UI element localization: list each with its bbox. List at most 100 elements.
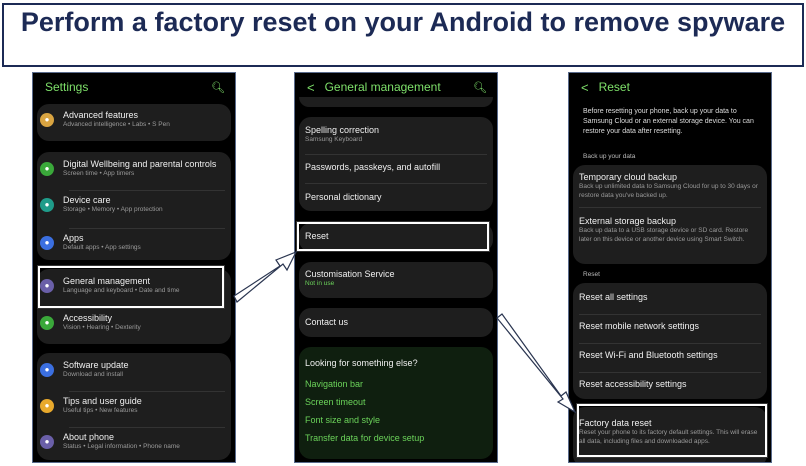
personal-dictionary-item[interactable]: Personal dictionary — [295, 192, 497, 202]
general-management-screen: < General management 🔍︎ Spelling correctio… — [294, 72, 498, 463]
item-sub: Useful tips • New features — [63, 407, 138, 414]
item-title: Spelling correction — [305, 125, 380, 135]
item-sub: Screen time • App timers — [63, 170, 135, 177]
sliders-icon: ● — [40, 279, 54, 293]
backup-label: Back up your data — [583, 153, 636, 160]
divider — [579, 314, 761, 315]
item-sub: Reset your phone to its factory default … — [579, 429, 758, 445]
contact-us-item[interactable]: Contact us — [295, 317, 497, 327]
reset-label: Reset — [583, 271, 600, 278]
reset-option[interactable]: Reset mobile network settings — [569, 321, 771, 331]
divider — [579, 372, 761, 373]
item-sub: Download and install — [63, 371, 123, 378]
wellbeing-icon: ● — [40, 162, 54, 176]
item-title: Reset all settings — [579, 292, 648, 302]
settings-header: Settings 🔍︎ — [45, 79, 225, 95]
divider — [69, 427, 225, 428]
item-title: Apps — [63, 233, 84, 243]
back-icon[interactable]: < — [581, 79, 589, 95]
item-sub: Status • Legal information • Phone name — [63, 443, 180, 450]
link-text: Screen timeout — [305, 397, 366, 407]
item-title: Personal dictionary — [305, 192, 382, 202]
item-title: Customisation Service — [305, 269, 395, 279]
suggestion-link[interactable]: Navigation bar — [295, 379, 497, 389]
item-title: Software update — [63, 360, 129, 370]
header-title: Reset — [598, 80, 630, 94]
arrow-to-reset — [233, 250, 298, 303]
reset-screen: < Reset Before resetting your phone, back… — [568, 72, 772, 463]
reset-option[interactable]: Reset accessibility settings — [569, 379, 771, 389]
suggestion-link[interactable]: Screen timeout — [295, 397, 497, 407]
item-sub: Samsung Keyboard — [305, 136, 363, 143]
item-sub: Default apps • App settings — [63, 244, 141, 251]
search-icon[interactable]: 🔍︎ — [211, 81, 225, 94]
item-title: Reset — [305, 231, 329, 241]
highlight-factory-reset — [577, 404, 767, 457]
header-title: General management — [324, 80, 441, 94]
looking-heading: Looking for something else? — [295, 358, 497, 368]
item-sub: Back up data to a USB storage device or … — [579, 227, 749, 243]
item-sub: Language and keyboard • Date and time — [63, 287, 180, 294]
arrow-to-factory-reset — [496, 313, 577, 414]
item-title: Tips and user guide — [63, 396, 142, 406]
item-title: Contact us — [305, 317, 349, 327]
item-sub: Not in use — [305, 280, 335, 287]
info-icon: ● — [40, 435, 54, 449]
item-title: General management — [63, 276, 151, 286]
settings-item[interactable]: ● Digital Wellbeing and parental controls… — [33, 159, 235, 179]
bulb-icon: ● — [40, 399, 54, 413]
gear-icon: ● — [40, 113, 54, 127]
highlight-reset — [297, 222, 489, 251]
apps-icon: ● — [40, 236, 54, 250]
intro-text: Before resetting your phone, back up you… — [583, 108, 754, 135]
divider — [69, 308, 225, 309]
item-title: Digital Wellbeing and parental controls — [63, 159, 217, 169]
item-title: Reset Wi-Fi and Bluetooth settings — [579, 350, 718, 360]
item-title: Factory data reset — [579, 418, 652, 428]
item-title: Device care — [63, 195, 111, 205]
back-icon[interactable]: < — [307, 79, 315, 95]
item-title: Advanced features — [63, 110, 139, 120]
link-text: Font size and style — [305, 415, 381, 425]
header-title: Settings — [45, 80, 89, 94]
passwords-item[interactable]: Passwords, passkeys, and autofill — [295, 162, 497, 172]
page-title: Perform a factory reset on your Android … — [2, 3, 804, 67]
divider — [69, 190, 225, 191]
section-title: Looking for something else? — [305, 358, 418, 368]
item-sub: Storage • Memory • App protection — [63, 206, 163, 213]
device-care-icon: ● — [40, 198, 54, 212]
suggestion-link[interactable]: Font size and style — [295, 415, 497, 425]
reset-option[interactable]: Reset Wi-Fi and Bluetooth settings — [569, 350, 771, 360]
item-sub: Back up unlimited data to Samsung Cloud … — [579, 183, 758, 199]
divider — [579, 343, 761, 344]
divider — [69, 391, 225, 392]
item-sub: Vision • Hearing • Dexterity — [63, 324, 141, 331]
item-title: Temporary cloud backup — [579, 172, 678, 182]
item-title: Reset mobile network settings — [579, 321, 700, 331]
item-title: About phone — [63, 432, 115, 442]
reset-option[interactable]: Reset all settings — [569, 292, 771, 302]
divider — [69, 228, 225, 229]
suggestion-link[interactable]: Transfer data for device setup — [295, 433, 497, 443]
link-text: Navigation bar — [305, 379, 364, 389]
item-title: External storage backup — [579, 216, 677, 226]
link-text: Transfer data for device setup — [305, 433, 425, 443]
reset-item[interactable]: Reset — [295, 231, 497, 241]
item-title: Accessibility — [63, 313, 113, 323]
search-icon[interactable]: 🔍︎ — [473, 81, 487, 94]
